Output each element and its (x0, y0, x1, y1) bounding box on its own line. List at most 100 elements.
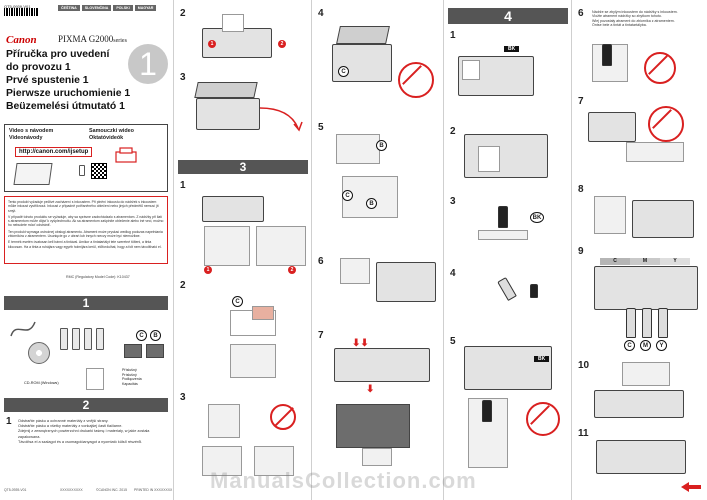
video-label-right: Samouczki wideo Oktatóvideók (89, 128, 134, 141)
step-number: 4 (450, 268, 456, 279)
printer-illustration (594, 390, 684, 418)
lang-tab-pl[interactable]: POLSKI (113, 5, 133, 11)
cartridge-b-label: B (366, 198, 377, 209)
cartridge-insert-illustration (208, 404, 240, 438)
watermark: ManualsCollection.com (210, 468, 477, 493)
video-label-left: Video s návodem Videonávody (9, 128, 53, 141)
cyan-label: C (624, 340, 635, 351)
lang-tab-cs[interactable]: ČEŠTINA (58, 5, 80, 11)
ink-warning-box: Tento produkt vyžaduje pečlivé zacházení… (4, 196, 168, 264)
title-line: Prvé spustenie 1 (6, 75, 89, 86)
red-step-marker: 2 (278, 40, 286, 48)
step-number: 10 (578, 360, 590, 371)
ink-bottle-icon (482, 400, 492, 422)
cartridge-holder-closeup (336, 134, 380, 164)
scanner-lid (194, 82, 258, 98)
barcode (4, 8, 38, 16)
remove-text-pl: Zdejmij z zewnętrznych powierzchni druka… (18, 429, 150, 439)
section-band-1: 1 (4, 296, 168, 310)
ink-bottle-icon (642, 308, 652, 338)
cartridge-icon (124, 344, 142, 358)
do-not-store-icon (644, 52, 676, 84)
step-number: 5 (318, 122, 324, 133)
printer-illustration (334, 348, 430, 382)
printer-illustration (588, 112, 636, 142)
step-number: 2 (450, 126, 456, 137)
panel-cartridge-install: 4 C 5 B C B 6 7 ⬇⬇ ⬇ (312, 0, 444, 500)
latch-closeup (340, 258, 370, 284)
remove-tape-arrow-icon (259, 107, 303, 132)
ink-bottle-icon (658, 308, 668, 338)
section-band-4: 4 (448, 8, 568, 24)
remove-tape-instructions: Odstraňte pásku a ochranné materiály z v… (18, 419, 168, 445)
step-number: 3 (180, 72, 186, 83)
printer-illustration (464, 346, 552, 390)
cartridge-c-label: C (232, 296, 243, 307)
ink-bottle-icon (626, 308, 636, 338)
printer-illustration (594, 266, 698, 310)
panel-section-2-3: 2 1 2 3 3 1 1 2 2 C 3 (174, 0, 312, 500)
lock-lever-closeup (362, 448, 392, 466)
cartridge-illustration (230, 344, 276, 378)
ink-bottle-icon (60, 328, 68, 350)
do-not-tilt-icon (648, 106, 684, 142)
ink-tank-closeup (594, 196, 626, 234)
step-number: 3 (180, 392, 186, 403)
cartridge-c-label: C (342, 190, 353, 201)
bottle-cap-illustration (478, 230, 528, 240)
lang-tab-sk[interactable]: SLOVENČINA (81, 5, 112, 11)
video-label-sk: Videonávody (9, 134, 43, 141)
printer-illustration (196, 98, 260, 130)
setup-url-link[interactable]: http://canon.com/ijsetup (15, 147, 93, 157)
do-not-squeeze-icon (526, 402, 560, 436)
title-line: Pierwsze uruchomienie 1 (6, 88, 131, 99)
ink-level-check (622, 362, 670, 386)
part-number-circle: 1 (128, 44, 168, 84)
warning-cs: Tento produkt vyžaduje pečlivé zacházení… (8, 200, 159, 213)
red-step-marker: 1 (208, 40, 216, 48)
ink-bottle-icon (84, 328, 92, 350)
footer-right: PRINTED IN XXXXXXXX (134, 488, 173, 492)
cyan-tank-label: C (600, 258, 630, 265)
warning-pl: Ten produkt wymaga ostrożnej obsługi atr… (8, 229, 163, 239)
regulatory-code: RMC (Regulatory Model Code): K10437 (66, 275, 130, 279)
red-step-marker: 1 (204, 266, 212, 274)
ink-bottle-icon (530, 284, 538, 298)
qr-code[interactable] (91, 163, 107, 179)
title-line: do provozu 1 (6, 62, 71, 73)
step-number: 6 (578, 8, 584, 19)
black-ink-tag: BK (534, 356, 550, 362)
black-ink-tag: BK (504, 46, 520, 52)
printer-illustration (596, 440, 686, 474)
remove-text-sk: Odstráňte pásku a všetky materiály z von… (18, 424, 123, 429)
ink-note-sk: Vložte atrament nádržky so zbytkom tohot… (592, 14, 662, 19)
warning-hu: E termék esetén óvatosan kell bánni a ti… (8, 240, 162, 249)
remove-text-cs: Odstraňte pásku a ochranné materiály z v… (18, 419, 109, 423)
magenta-tank-label: M (630, 258, 660, 265)
do-not-touch-icon (270, 404, 296, 430)
footer-mid: XXXXXXXXXX (60, 488, 83, 492)
ink-note-cs: Nádrže se zbylým inkoustem do nádržky s … (592, 10, 678, 14)
ink-bottle-icon (96, 328, 104, 350)
next-page-arrow-icon[interactable] (681, 482, 701, 492)
step-number: 3 (450, 196, 456, 207)
step-number: 2 (180, 280, 186, 291)
video-box: Video s návodem Videonávody Samouczki wi… (4, 124, 168, 192)
cover-panel: QT5-0939-V01 ČEŠTINA SLOVENČINA POLSKI M… (0, 0, 174, 500)
step-number: 8 (578, 184, 584, 195)
guide-titles: Příručka pro uvedení do provozu 1 Prvé s… (6, 48, 130, 113)
black-ink-label: BK (530, 212, 544, 223)
down-arrow-icon: ⬇ (366, 384, 375, 395)
step-number: 1 (6, 416, 12, 427)
video-label-hu: Oktatóvideók (89, 134, 124, 141)
step-number: 6 (318, 256, 324, 267)
title-line: Příručka pro uvedení (6, 49, 110, 60)
included-items-label: Příslušný Príslušný Podłączenia Kapacitá… (122, 368, 142, 386)
printer-illustration (464, 134, 548, 178)
step-number: 1 (450, 30, 456, 41)
lang-tab-hu[interactable]: MAGYAR (134, 5, 157, 11)
step-number: 9 (578, 246, 584, 257)
included-pl: Podłączenia (122, 377, 142, 382)
ink-bottle-icon (72, 328, 80, 350)
ink-note-hu: Öntse bele a tintát a tintatartályba. (592, 23, 647, 28)
